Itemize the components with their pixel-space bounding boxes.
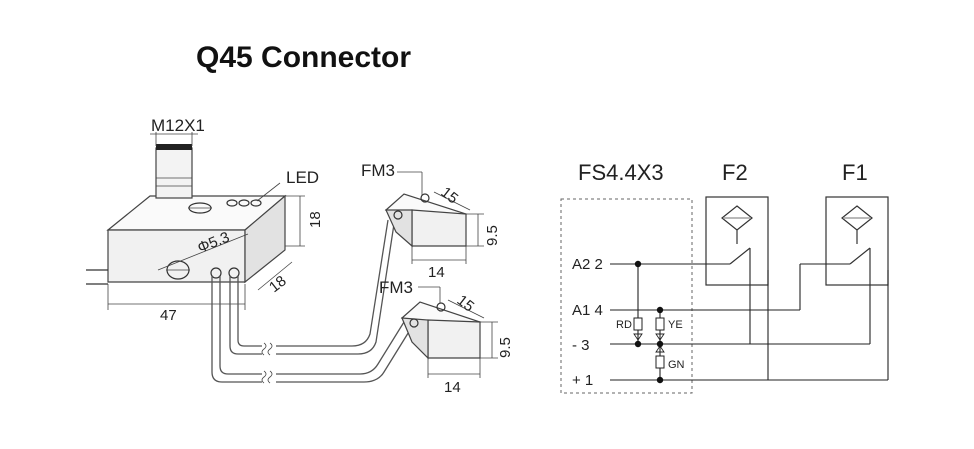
- rd-label: RD: [616, 319, 632, 331]
- dim-15-b: 15: [454, 292, 478, 316]
- fm3-sensor-a: [384, 193, 468, 248]
- dim-47: 47: [160, 307, 177, 324]
- dim-14-b: 14: [444, 379, 461, 396]
- dim-15-a: 15: [438, 184, 462, 208]
- f2-title: F2: [722, 160, 748, 185]
- fs-box: [560, 198, 693, 394]
- dim-9-5-a: 9.5: [484, 225, 501, 246]
- f1-switch: [825, 196, 889, 286]
- dim-9-5-b: 9.5: [497, 337, 514, 358]
- fm3-b-label: FM3: [379, 278, 413, 297]
- dim-18-vertical: 18: [307, 211, 324, 228]
- pin-plus: + 1: [572, 372, 593, 389]
- fs-title: FS4.4X3: [578, 160, 664, 185]
- dim-14-a: 14: [428, 264, 445, 281]
- pin-minus: - 3: [572, 337, 590, 354]
- schematic-wires: [610, 263, 889, 381]
- ye-label: YE: [668, 319, 683, 331]
- pin-a1: A1 4: [572, 302, 603, 319]
- f1-title: F1: [842, 160, 868, 185]
- pin-a2: A2 2: [572, 256, 603, 273]
- dim-18-depth: 18: [266, 272, 290, 296]
- led-label: LED: [286, 168, 319, 187]
- m12-label: M12X1: [151, 116, 205, 135]
- connector-body: [106, 194, 287, 284]
- diagram-title: Q45 Connector: [196, 41, 411, 74]
- fm3-a-label: FM3: [361, 161, 395, 180]
- cables: [211, 219, 411, 384]
- fm3-sensor-b: [400, 301, 482, 360]
- m12-connector: [155, 144, 193, 199]
- gn-label: GN: [668, 359, 685, 371]
- f2-switch: [705, 196, 769, 286]
